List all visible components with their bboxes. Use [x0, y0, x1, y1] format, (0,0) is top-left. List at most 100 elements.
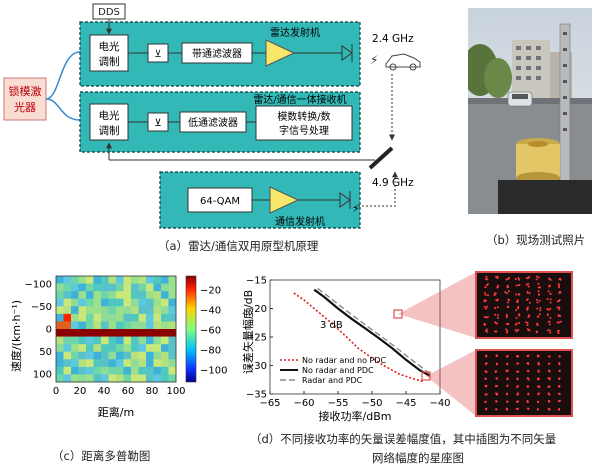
photodiode-icon-2: ⊻ — [154, 118, 161, 129]
colorbar-tick: −40 — [200, 306, 221, 317]
constellation-point — [515, 309, 518, 312]
heatmap-cell — [123, 306, 132, 315]
constellation-point — [496, 286, 499, 289]
heatmap-cell — [123, 359, 132, 368]
constellation-point — [548, 329, 551, 332]
heatmap-cell — [108, 351, 117, 360]
bpf-label: 带通滤波器 — [192, 47, 242, 60]
constellation-point — [496, 393, 499, 396]
constellation-point — [507, 290, 510, 293]
constellation-point — [549, 316, 552, 319]
constellation-point — [558, 291, 561, 294]
constellation-point — [516, 362, 519, 365]
heatmap-cell — [138, 321, 147, 330]
constellation-point — [549, 298, 552, 301]
heatmap-cell — [78, 366, 87, 375]
heatmap-cell — [131, 329, 139, 337]
heatmap-cell — [101, 351, 109, 360]
heatmap-cell — [146, 336, 154, 345]
constellation-point — [506, 284, 509, 287]
heatmap-cell — [101, 306, 109, 315]
constellation-point — [525, 277, 528, 280]
colorbar — [185, 275, 197, 383]
heatmap-cell — [101, 283, 109, 292]
constellation-point — [496, 377, 499, 380]
constellation-point — [506, 354, 509, 357]
constellation-point — [548, 320, 551, 323]
constellation-point — [485, 275, 488, 278]
constellation-point — [535, 275, 538, 278]
heatmap-cell — [161, 306, 169, 315]
heatmap-cell — [138, 329, 147, 337]
heatmap-cell — [168, 291, 177, 300]
constellation-point — [558, 298, 561, 301]
constellation-point — [495, 299, 498, 302]
constellation-point — [484, 293, 487, 296]
heatmap-cell — [131, 351, 139, 360]
antenna-icon-2 — [339, 192, 351, 208]
heatmap-cell — [63, 359, 72, 368]
constellation-point — [527, 328, 530, 331]
constellation-point — [484, 400, 487, 403]
heatmap-cell — [56, 366, 64, 375]
heatmap-cell — [56, 291, 64, 300]
freq1-label: 2.4 GHz — [372, 33, 414, 45]
heatmap-cell — [116, 374, 124, 383]
heatmap-cell — [63, 321, 72, 330]
legend-label-2: Radar and PDC — [302, 376, 363, 385]
heatmap-cell — [93, 321, 102, 330]
constellation-point — [557, 408, 560, 411]
heatmap-cell — [108, 283, 117, 292]
heatmap-cell — [56, 329, 64, 337]
heatmap-cell — [116, 366, 124, 375]
heatmap-cell — [116, 321, 124, 330]
constellation-point — [517, 305, 520, 308]
heatmap-cell — [78, 359, 87, 368]
heatmap-cell — [153, 336, 162, 345]
heatmap-cell — [86, 283, 94, 292]
heatmap-cell — [78, 313, 87, 322]
heatmap-cell — [86, 366, 94, 375]
constellation-point — [559, 314, 562, 317]
heatmap-cell — [93, 306, 102, 315]
photodiode-icon-1: ⊻ — [154, 49, 161, 60]
constellation-point — [505, 400, 508, 403]
heatmap-cell — [146, 298, 154, 307]
heatmap-cell — [161, 336, 169, 345]
constellation-point — [484, 370, 487, 373]
heatmap-cell — [78, 283, 87, 292]
heatmap-cell — [168, 344, 177, 353]
colorbar-ticks: −20−40−60−80−100 — [200, 286, 227, 377]
heatmap-cell — [138, 283, 147, 292]
heatmap-cell — [78, 306, 87, 315]
constellation-point — [526, 307, 529, 310]
constellation-point — [558, 308, 561, 311]
heatmap-cell — [153, 276, 162, 284]
heatmap-cell — [78, 321, 87, 330]
constellation-point — [496, 322, 499, 325]
constellation-point — [558, 377, 561, 380]
field-test-photo — [468, 8, 592, 214]
constellation-point — [517, 355, 520, 358]
heatmap-cell — [168, 313, 177, 322]
constellation-point — [486, 315, 489, 318]
heatmap-cell — [78, 336, 87, 345]
heatmap-cell — [153, 283, 162, 292]
constellation-point — [538, 386, 541, 389]
heatmap-cell — [138, 359, 147, 368]
constellation-point — [546, 329, 549, 332]
constellation-point — [494, 321, 497, 324]
heatmap-cell — [101, 336, 109, 345]
heatmap-cell — [161, 374, 169, 383]
heatmap-cell — [168, 374, 177, 383]
heatmap-cell — [123, 313, 132, 322]
heatmap-cell — [153, 344, 162, 353]
heatmap-cell — [71, 321, 79, 330]
heatmap-cell — [86, 291, 94, 300]
constellation-point — [548, 284, 551, 287]
heatmap-cell — [78, 344, 87, 353]
constellation-point — [483, 306, 486, 309]
constellation-point — [496, 314, 499, 317]
constellation-point — [505, 278, 508, 281]
legend-label-0: No radar and no PDC — [302, 356, 387, 365]
